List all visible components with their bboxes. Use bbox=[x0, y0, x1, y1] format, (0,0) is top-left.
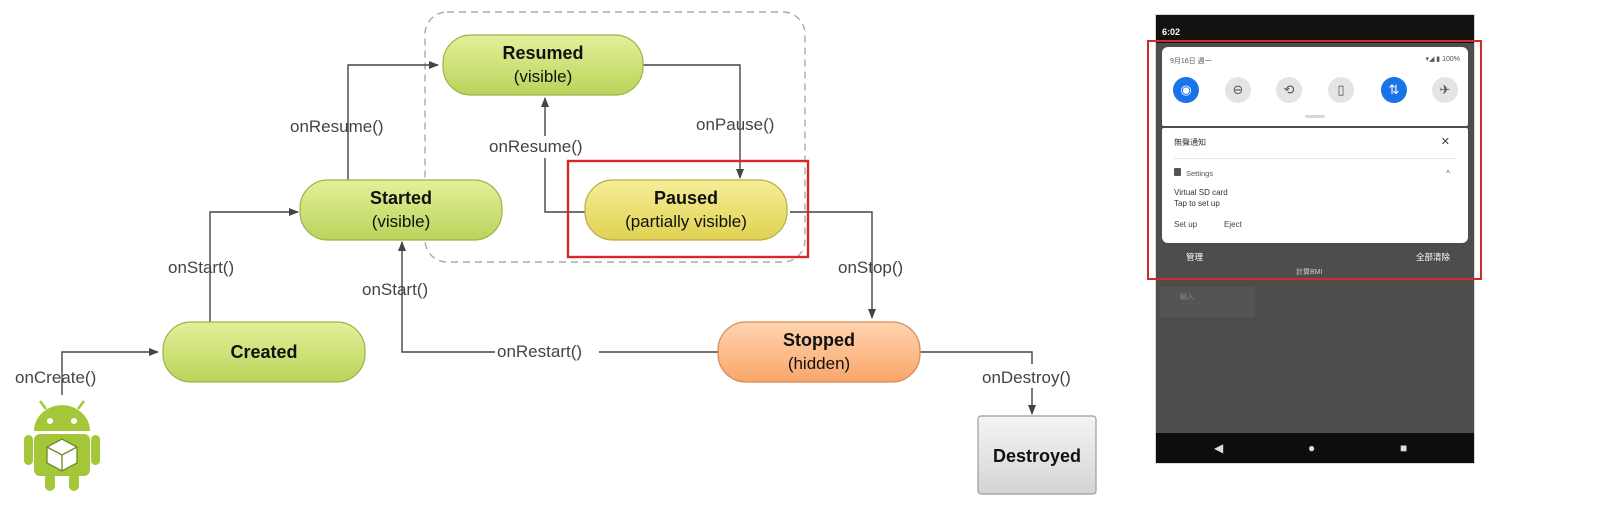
edge-start-created bbox=[209, 208, 299, 322]
edge-create bbox=[61, 348, 159, 395]
state-resumed: Resumed (visible) bbox=[442, 34, 644, 96]
background-app-title: 計算BMI bbox=[1296, 269, 1323, 276]
state-started-title: Started bbox=[370, 188, 432, 208]
state-stopped-title: Stopped bbox=[783, 330, 855, 350]
navigation-bar: ◀ ● ■ bbox=[1156, 433, 1474, 463]
airplane-icon[interactable]: ✈ bbox=[1432, 77, 1458, 103]
edge-label-on-create: onCreate() bbox=[15, 368, 96, 387]
sd-card-icon bbox=[1174, 168, 1181, 176]
qs-date: 9月16日 週一 bbox=[1170, 58, 1212, 65]
state-paused-title: Paused bbox=[654, 188, 718, 208]
state-destroyed: Destroyed bbox=[977, 415, 1097, 495]
rotate-icon[interactable]: ⟲ bbox=[1276, 77, 1302, 103]
battery-level: 100% bbox=[1442, 56, 1460, 63]
set-up-button[interactable]: Set up bbox=[1174, 220, 1198, 229]
chevron-up-icon[interactable]: ^ bbox=[1446, 169, 1450, 178]
state-created-title: Created bbox=[230, 342, 297, 362]
edge-label-on-resume-1: onResume() bbox=[290, 117, 384, 136]
state-stopped-subtitle: (hidden) bbox=[788, 354, 850, 373]
state-started: Started (visible) bbox=[299, 179, 503, 241]
edge-label-on-start-2: onStart() bbox=[362, 280, 428, 299]
clear-all-button[interactable]: 全部清除 bbox=[1415, 252, 1450, 262]
notification-title[interactable]: Virtual SD card bbox=[1174, 188, 1228, 197]
home-icon[interactable]: ● bbox=[1308, 441, 1316, 455]
state-stopped: Stopped (hidden) bbox=[717, 321, 921, 383]
back-icon[interactable]: ◀ bbox=[1214, 441, 1224, 455]
battery-saver-icon[interactable]: ▯ bbox=[1328, 77, 1354, 103]
edge-label-on-resume-2: onResume() bbox=[489, 137, 583, 156]
notification-highlight-box bbox=[1147, 40, 1482, 280]
edge-label-on-restart: onRestart() bbox=[497, 342, 582, 361]
edge-label-on-destroy: onDestroy() bbox=[982, 368, 1071, 387]
status-bar: 6:02 bbox=[1156, 15, 1474, 43]
edge-restart bbox=[398, 241, 718, 353]
state-started-subtitle: (visible) bbox=[372, 212, 431, 231]
edge-destroy bbox=[915, 351, 1036, 415]
edge-resume-started bbox=[347, 61, 439, 182]
data-icon[interactable]: ⇅ bbox=[1381, 77, 1407, 103]
recents-icon[interactable]: ■ bbox=[1400, 441, 1408, 455]
state-resumed-subtitle: (visible) bbox=[514, 67, 573, 86]
phone-screenshot: 6:02 計算BMI 輸入 9月16日 週一 ▾◢ ▮ 100% ◉ ⊖ ⟲ ▯… bbox=[1155, 14, 1475, 464]
background-input-card: 輸入 bbox=[1160, 287, 1255, 317]
state-paused-subtitle: (partially visible) bbox=[625, 212, 747, 231]
notification-header: 無聲通知 bbox=[1174, 138, 1206, 147]
edge-label-on-start-1: onStart() bbox=[168, 258, 234, 277]
edge-label-on-stop: onStop() bbox=[838, 258, 903, 277]
dnd-icon[interactable]: ⊖ bbox=[1225, 77, 1251, 103]
activity-lifecycle-diagram: onCreate() onStart() onStart() onResume(… bbox=[15, 11, 1097, 495]
notification-app-name: Settings bbox=[1186, 169, 1214, 178]
qs-status: ▾◢ ▮ 100% bbox=[1425, 56, 1460, 63]
state-created: Created bbox=[162, 321, 366, 383]
edge-pause bbox=[640, 64, 744, 179]
divider bbox=[1174, 158, 1456, 159]
paused-highlight-box bbox=[566, 159, 810, 259]
close-icon[interactable]: ✕ bbox=[1440, 136, 1450, 148]
visible-group-outline bbox=[424, 11, 806, 263]
edge-stop bbox=[790, 211, 876, 319]
android-robot-icon bbox=[24, 400, 100, 491]
state-paused: Paused (partially visible) bbox=[584, 179, 788, 241]
notification-panel: 無聲通知 ✕ Settings ^ Virtual SD card Tap to… bbox=[1162, 128, 1468, 243]
quick-settings-panel: 9月16日 週一 ▾◢ ▮ 100% ◉ ⊖ ⟲ ▯ ⇅ ✈ bbox=[1162, 47, 1468, 126]
background-card-label: 輸入 bbox=[1180, 294, 1194, 301]
state-destroyed-title: Destroyed bbox=[993, 446, 1081, 466]
notification-text[interactable]: Tap to set up bbox=[1174, 199, 1220, 208]
manage-button[interactable]: 管理 bbox=[1186, 252, 1204, 262]
edge-label-on-pause: onPause() bbox=[696, 115, 774, 134]
status-time: 6:02 bbox=[1162, 27, 1181, 37]
state-resumed-title: Resumed bbox=[502, 43, 583, 63]
wifi-icon[interactable]: ◉ bbox=[1173, 77, 1199, 103]
eject-button[interactable]: Eject bbox=[1224, 220, 1242, 229]
qs-drag-handle[interactable] bbox=[1305, 115, 1325, 118]
